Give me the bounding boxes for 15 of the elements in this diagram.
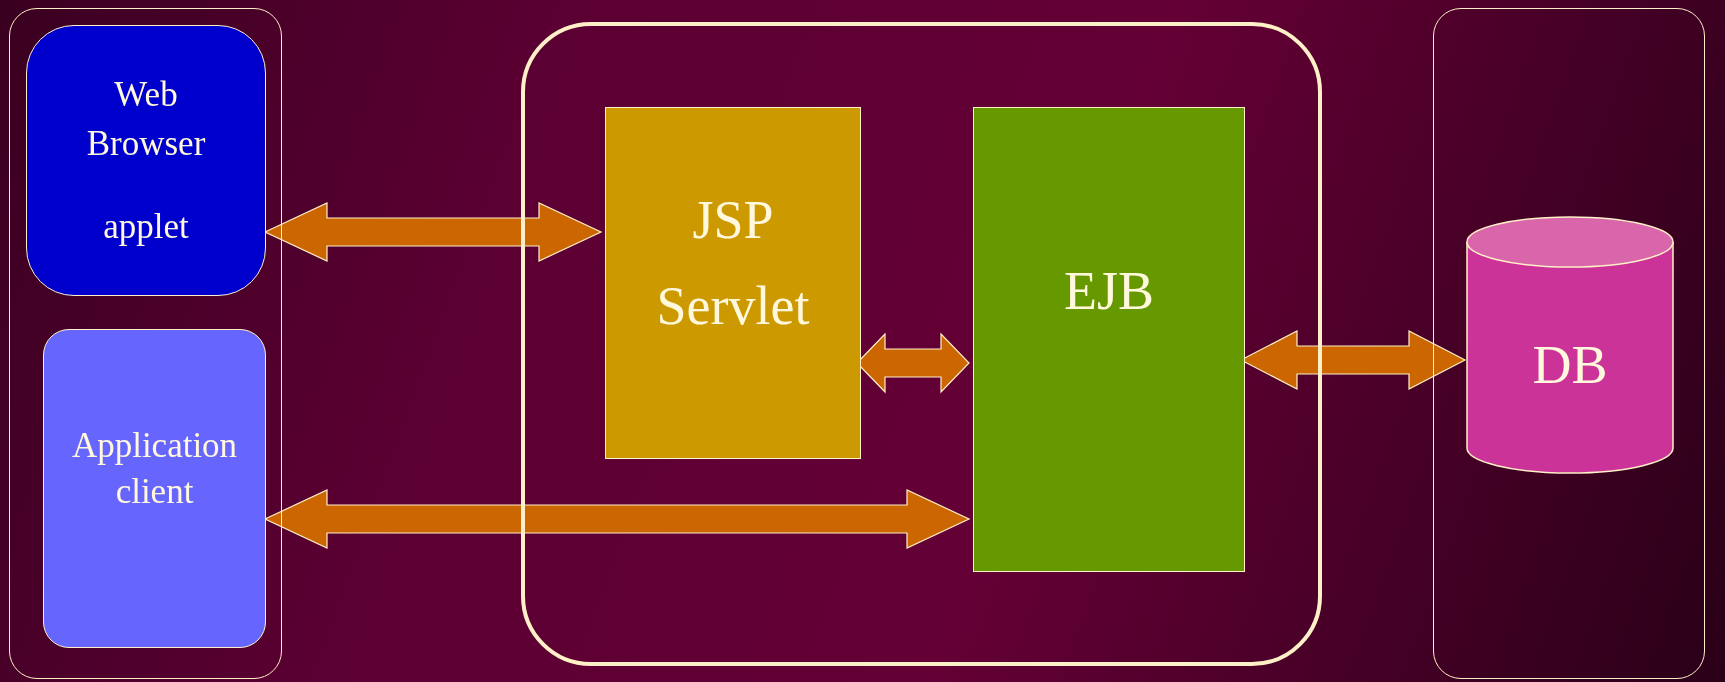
node-label: applet [103,206,189,248]
component-box [605,107,861,459]
node-label: JSP Servlet [655,188,811,338]
component-box [26,25,266,296]
container-box [1433,8,1705,679]
component-box [973,107,1245,572]
double-arrow [263,202,603,262]
double-arrow [263,489,971,549]
node-label: EJB [1064,260,1154,323]
node-label: Application client [70,425,239,513]
container-box [521,22,1322,666]
container-box [9,8,282,679]
node-label: DB [1532,333,1608,397]
component-box [43,329,266,648]
node-label: Web Browser [85,74,207,165]
